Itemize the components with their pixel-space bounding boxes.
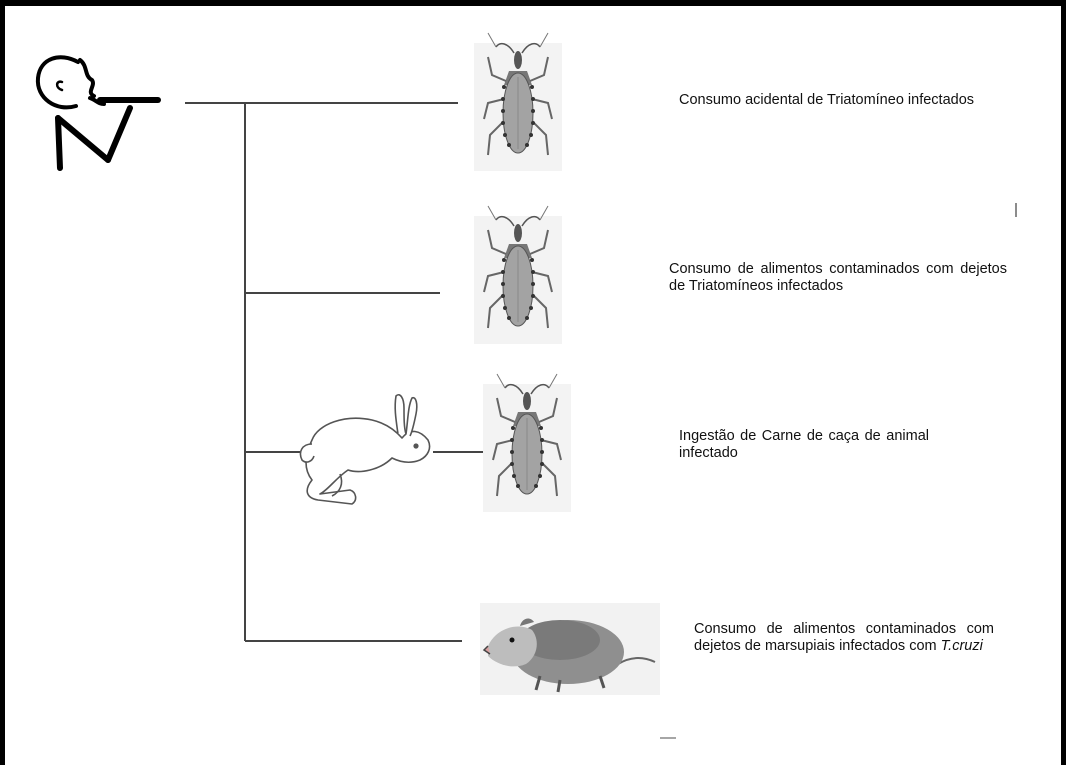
triatomine-bug-icon-2: [474, 206, 562, 344]
person-eating-icon: [38, 57, 158, 168]
label-species-name: T.cruzi: [941, 638, 983, 654]
label-contaminated-food-marsupial: Consumo de alimentos contaminados com de…: [694, 621, 994, 655]
triatomine-bug-icon-1: [474, 33, 562, 171]
label-game-meat-ingestion: Ingestão de Carne de caça de animal infe…: [679, 428, 929, 462]
connector-lines: [185, 103, 483, 641]
opossum-icon: [480, 603, 660, 695]
rabbit-icon: [300, 395, 429, 504]
triatomine-bug-icon-3: [483, 374, 571, 512]
label-accidental-consumption: Consumo acidental de Triatomíneo infecta…: [679, 92, 1007, 109]
label-contaminated-food-triatomine: Consumo de alimentos contaminados com de…: [669, 261, 1007, 295]
